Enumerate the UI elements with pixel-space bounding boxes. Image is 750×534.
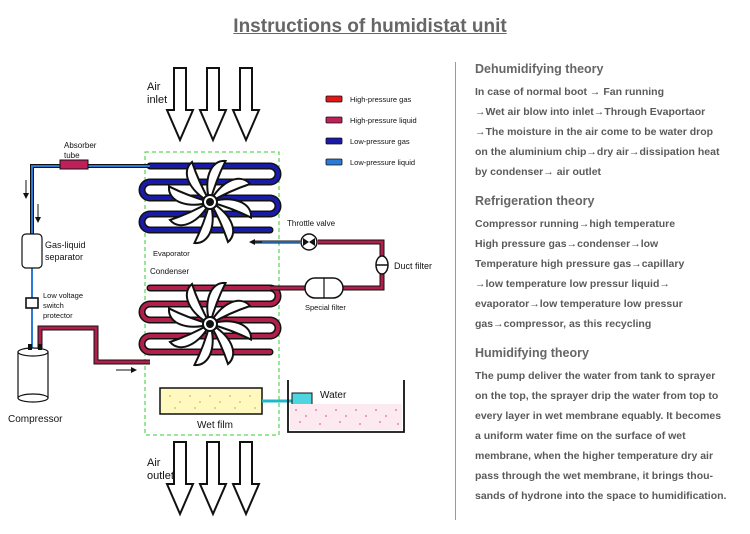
legend-swatch-lp-gas <box>325 137 343 145</box>
text-line: pass through the wet membrane, it brings… <box>475 470 714 482</box>
text-line: →Wet air blow into inlet→Through Evaport… <box>475 106 706 118</box>
condenser-fan-icon <box>167 281 253 367</box>
air-inlet-arrows <box>165 67 261 143</box>
condenser-label: Condenser <box>150 267 189 276</box>
text-line: gas→compressor, as this recycling <box>475 318 652 330</box>
protector-label-3: protector <box>43 311 73 320</box>
legend: High-pressure gas High-pressure liquid L… <box>325 95 417 167</box>
air-inlet-label-2: inlet <box>147 94 167 106</box>
text-line: on the aluminium chip→dry air→dissipatio… <box>475 146 720 158</box>
air-outlet-label-2: outlet <box>147 470 174 482</box>
compressor-label: Compressor <box>8 414 63 425</box>
text-line: membrane, when the higher temperature dr… <box>475 450 714 462</box>
legend-label-hp-liquid: High-pressure liquid <box>350 116 417 125</box>
wet-film-label: Wet film <box>197 420 233 431</box>
section-title-dehumidifying: Dehumidifying theory <box>475 62 604 76</box>
legend-swatch-lp-liquid <box>325 158 343 166</box>
text-line: by condenser→ air outlet <box>475 166 602 178</box>
absorber-label-1: Absorber <box>64 141 97 150</box>
column-divider <box>455 62 456 520</box>
section-title-refrigeration: Refrigeration theory <box>475 194 595 208</box>
legend-swatch-hp-gas <box>325 95 343 103</box>
text-line: The pump deliver the water from tank to … <box>475 370 716 382</box>
special-filter-label: Special filter <box>305 303 346 312</box>
text-line: →The moisture in the air come to be wate… <box>475 126 714 138</box>
text-line: a uniform water fime on the surface of w… <box>475 430 686 442</box>
protector-label-1: Low voltage <box>43 291 83 300</box>
wet-film-texture <box>169 395 256 409</box>
protector-label-2: switch <box>43 301 64 310</box>
text-line: sands of hydrone into the space to humid… <box>475 490 727 502</box>
compressor <box>17 344 49 403</box>
theory-panel: Dehumidifying theory In case of normal b… <box>475 62 740 518</box>
text-line: In case of normal boot → Fan running <box>475 86 665 98</box>
absorber-label-2: tube <box>64 151 80 160</box>
water-tank <box>287 380 405 433</box>
separator-label-2: separator <box>45 252 83 262</box>
text-line: Temperature high pressure gas→capillary <box>475 258 685 270</box>
duct-filter-label: Duct filter <box>394 261 432 271</box>
section-body-refrigeration: Compressor running→high temperature High… <box>475 214 740 334</box>
low-voltage-protector <box>25 297 39 309</box>
page-title: Instructions of humidistat unit <box>233 16 507 37</box>
legend-label-lp-liquid: Low-pressure liquid <box>350 158 415 167</box>
separator-label-1: Gas-liquid <box>45 240 86 250</box>
text-line: on the top, the sprayer drip the water f… <box>475 390 719 402</box>
text-line: →low temperature low pressur liquid→ <box>475 278 670 290</box>
flow-arrows <box>23 180 262 373</box>
wet-film <box>159 387 263 415</box>
water-pump-label-1: Water <box>320 390 347 401</box>
section-title-humidifying: Humidifying theory <box>475 346 589 360</box>
text-line: High pressure gas→condenser→low <box>475 238 659 250</box>
throttle-valve-label: Throttle valve <box>287 219 336 228</box>
evaporator-label: Evaporator <box>153 249 190 258</box>
humidistat-diagram: Air inlet High-pressure gas High-pressur… <box>8 67 432 517</box>
legend-label-lp-gas: Low-pressure gas <box>350 137 410 146</box>
section-body-dehumidifying: In case of normal boot → Fan running →We… <box>475 82 740 182</box>
text-line: every layer in wet membrane equably. It … <box>475 410 722 422</box>
special-filter-icon <box>304 277 344 299</box>
air-outlet-arrows <box>165 441 261 517</box>
text-line: evaporator→low temperature low pressur <box>475 298 683 310</box>
legend-swatch-hp-liquid <box>325 116 343 124</box>
evaporator-fan-icon <box>167 159 253 245</box>
duct-filter-icon <box>375 255 389 275</box>
gas-liquid-separator <box>21 233 43 269</box>
absorber-tube <box>59 159 89 170</box>
throttle-valve-icon <box>300 233 318 251</box>
legend-label-hp-gas: High-pressure gas <box>350 95 412 104</box>
section-body-humidifying: The pump deliver the water from tank to … <box>475 366 740 506</box>
text-line: Compressor running→high temperature <box>475 218 676 230</box>
air-inlet-label-1: Air <box>147 81 161 93</box>
air-outlet-label-1: Air <box>147 457 161 469</box>
